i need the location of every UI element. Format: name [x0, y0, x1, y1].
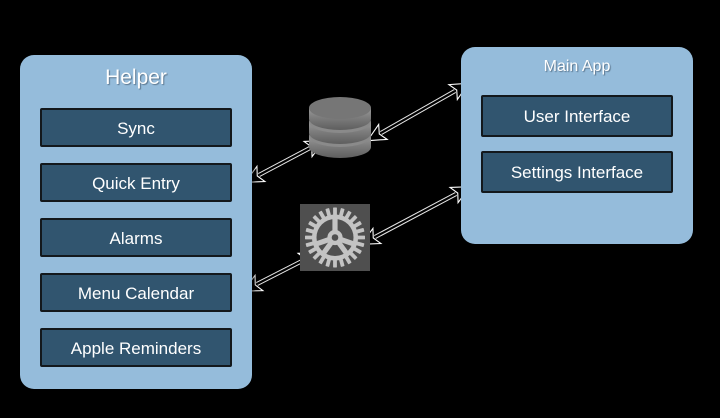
connector-database-mainapp [381, 91, 455, 133]
group-helper-title: Helper [105, 66, 167, 89]
helper-item-alarms[interactable]: Alarms [40, 218, 232, 257]
helper-item-quick-entry[interactable]: Quick Entry [40, 163, 232, 202]
mainapp-item-settings-interface[interactable]: Settings Interface [481, 151, 673, 193]
group-main-app[interactable]: Main App User Interface Settings Interfa… [461, 47, 693, 244]
group-main-app-title: Main App [543, 58, 611, 75]
connector-gear-mainapp [375, 194, 456, 237]
helper-item-menu-calendar[interactable]: Menu Calendar [40, 273, 232, 312]
mainapp-item-user-interface[interactable]: User Interface [481, 95, 673, 137]
helper-item-sync[interactable]: Sync [40, 108, 232, 147]
group-helper-item-list: Sync Quick Entry Alarms Menu Calendar Ap… [40, 108, 232, 383]
database-icon[interactable] [304, 94, 376, 162]
gear-icon[interactable] [300, 204, 370, 271]
helper-item-apple-reminders[interactable]: Apple Reminders [40, 328, 232, 367]
connector-helper-database [259, 148, 310, 175]
group-helper[interactable]: Helper Sync Quick Entry Alarms Menu Cale… [20, 55, 252, 389]
connector-helper-gear [257, 260, 304, 284]
group-main-app-item-list: User Interface Settings Interface [481, 95, 673, 207]
